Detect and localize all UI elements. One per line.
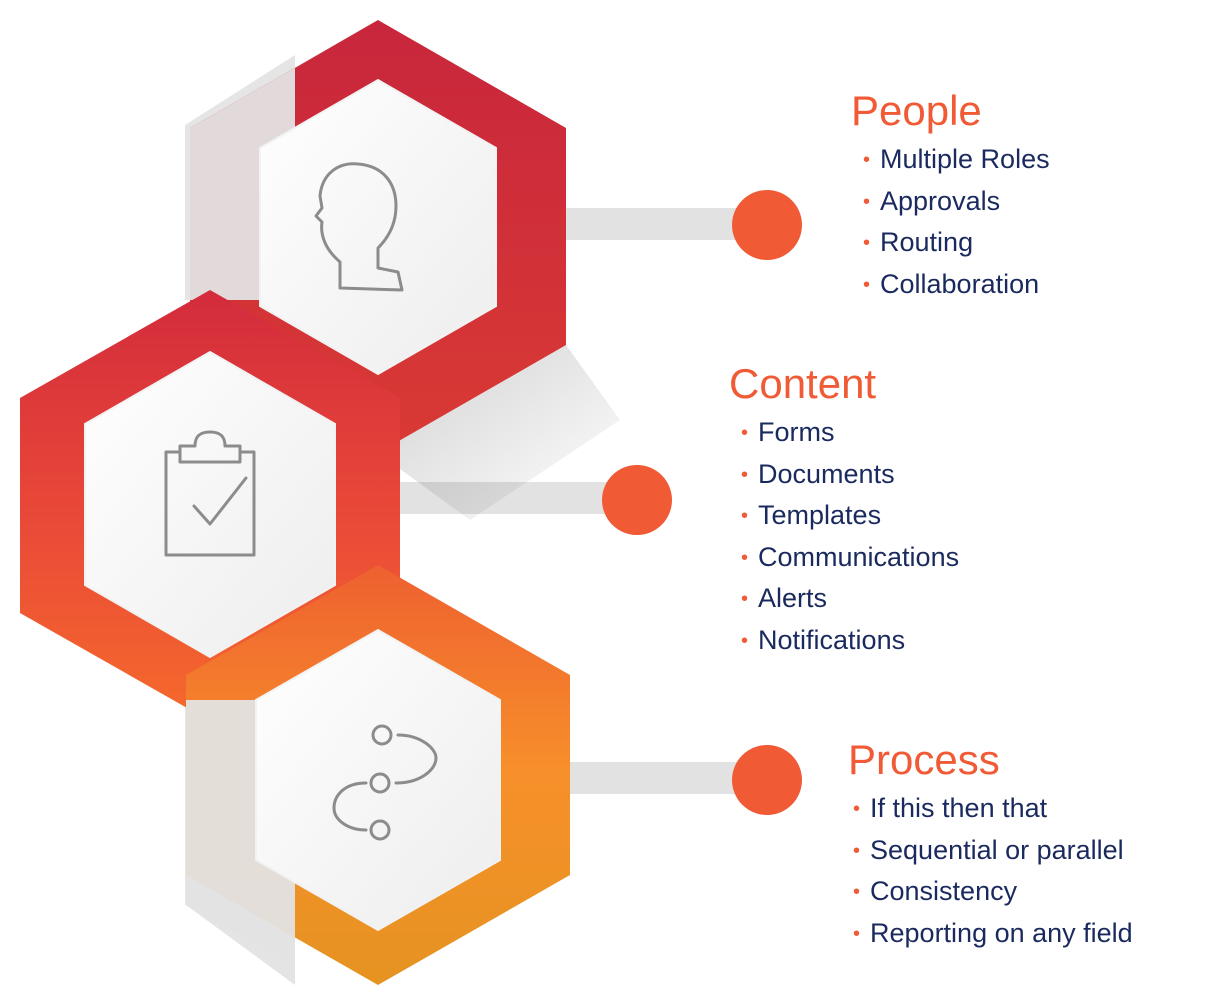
section-content: Content •Forms •Documents •Templates •Co… [729, 363, 959, 662]
node-dot-people [732, 190, 802, 260]
bullet-icon: • [863, 232, 871, 254]
node-dot-content [602, 465, 672, 535]
connector-bar-process [560, 762, 750, 794]
list-item: •Routing [863, 227, 974, 257]
bullet-icon: • [741, 422, 749, 444]
node-dot-process [732, 745, 802, 815]
clipboard-check-icon [164, 430, 256, 557]
list-item: •Sequential or parallel [853, 834, 1124, 865]
list-item: •Multiple Roles [863, 144, 1050, 174]
list-item: •Documents [741, 458, 895, 489]
bullet-icon: • [741, 505, 749, 527]
item-list-content: •Forms •Documents •Templates •Communicat… [741, 413, 959, 662]
head-profile-icon [314, 162, 404, 292]
connector-bar-people [560, 208, 750, 240]
section-title-content: Content [729, 360, 877, 407]
bullet-icon: • [741, 546, 749, 569]
bullet-icon: • [741, 588, 749, 610]
list-item: •If this then that [853, 793, 1048, 823]
item-list-people: •Multiple Roles •Approvals •Routing •Col… [863, 140, 1050, 306]
list-item: •Reporting on any field [853, 917, 1133, 948]
bullet-icon: • [853, 798, 861, 820]
bullet-icon: • [853, 839, 861, 862]
list-item: •Templates [741, 500, 882, 530]
list-item: •Alerts [741, 583, 828, 613]
list-item: •Communications [741, 541, 960, 572]
item-list-process: •If this then that •Sequential or parall… [853, 789, 1133, 955]
section-title-people: People [851, 87, 982, 134]
list-item: •Approvals [863, 185, 1001, 216]
bullet-icon: • [853, 881, 861, 903]
process-flow-icon [332, 724, 438, 841]
section-process: Process •If this then that •Sequential o… [848, 739, 1133, 955]
bullet-icon: • [863, 190, 871, 213]
section-people: People •Multiple Roles •Approvals •Routi… [851, 90, 1050, 306]
bullet-icon: • [863, 273, 871, 296]
bullet-icon: • [741, 463, 749, 486]
section-title-process: Process [848, 736, 1000, 783]
list-item: •Consistency [853, 876, 1018, 906]
list-item: •Forms [741, 417, 835, 447]
bullet-icon: • [741, 629, 749, 652]
list-item: •Collaboration [863, 268, 1040, 299]
list-item: •Notifications [741, 624, 906, 655]
bullet-icon: • [863, 149, 871, 171]
bullet-icon: • [853, 922, 861, 945]
